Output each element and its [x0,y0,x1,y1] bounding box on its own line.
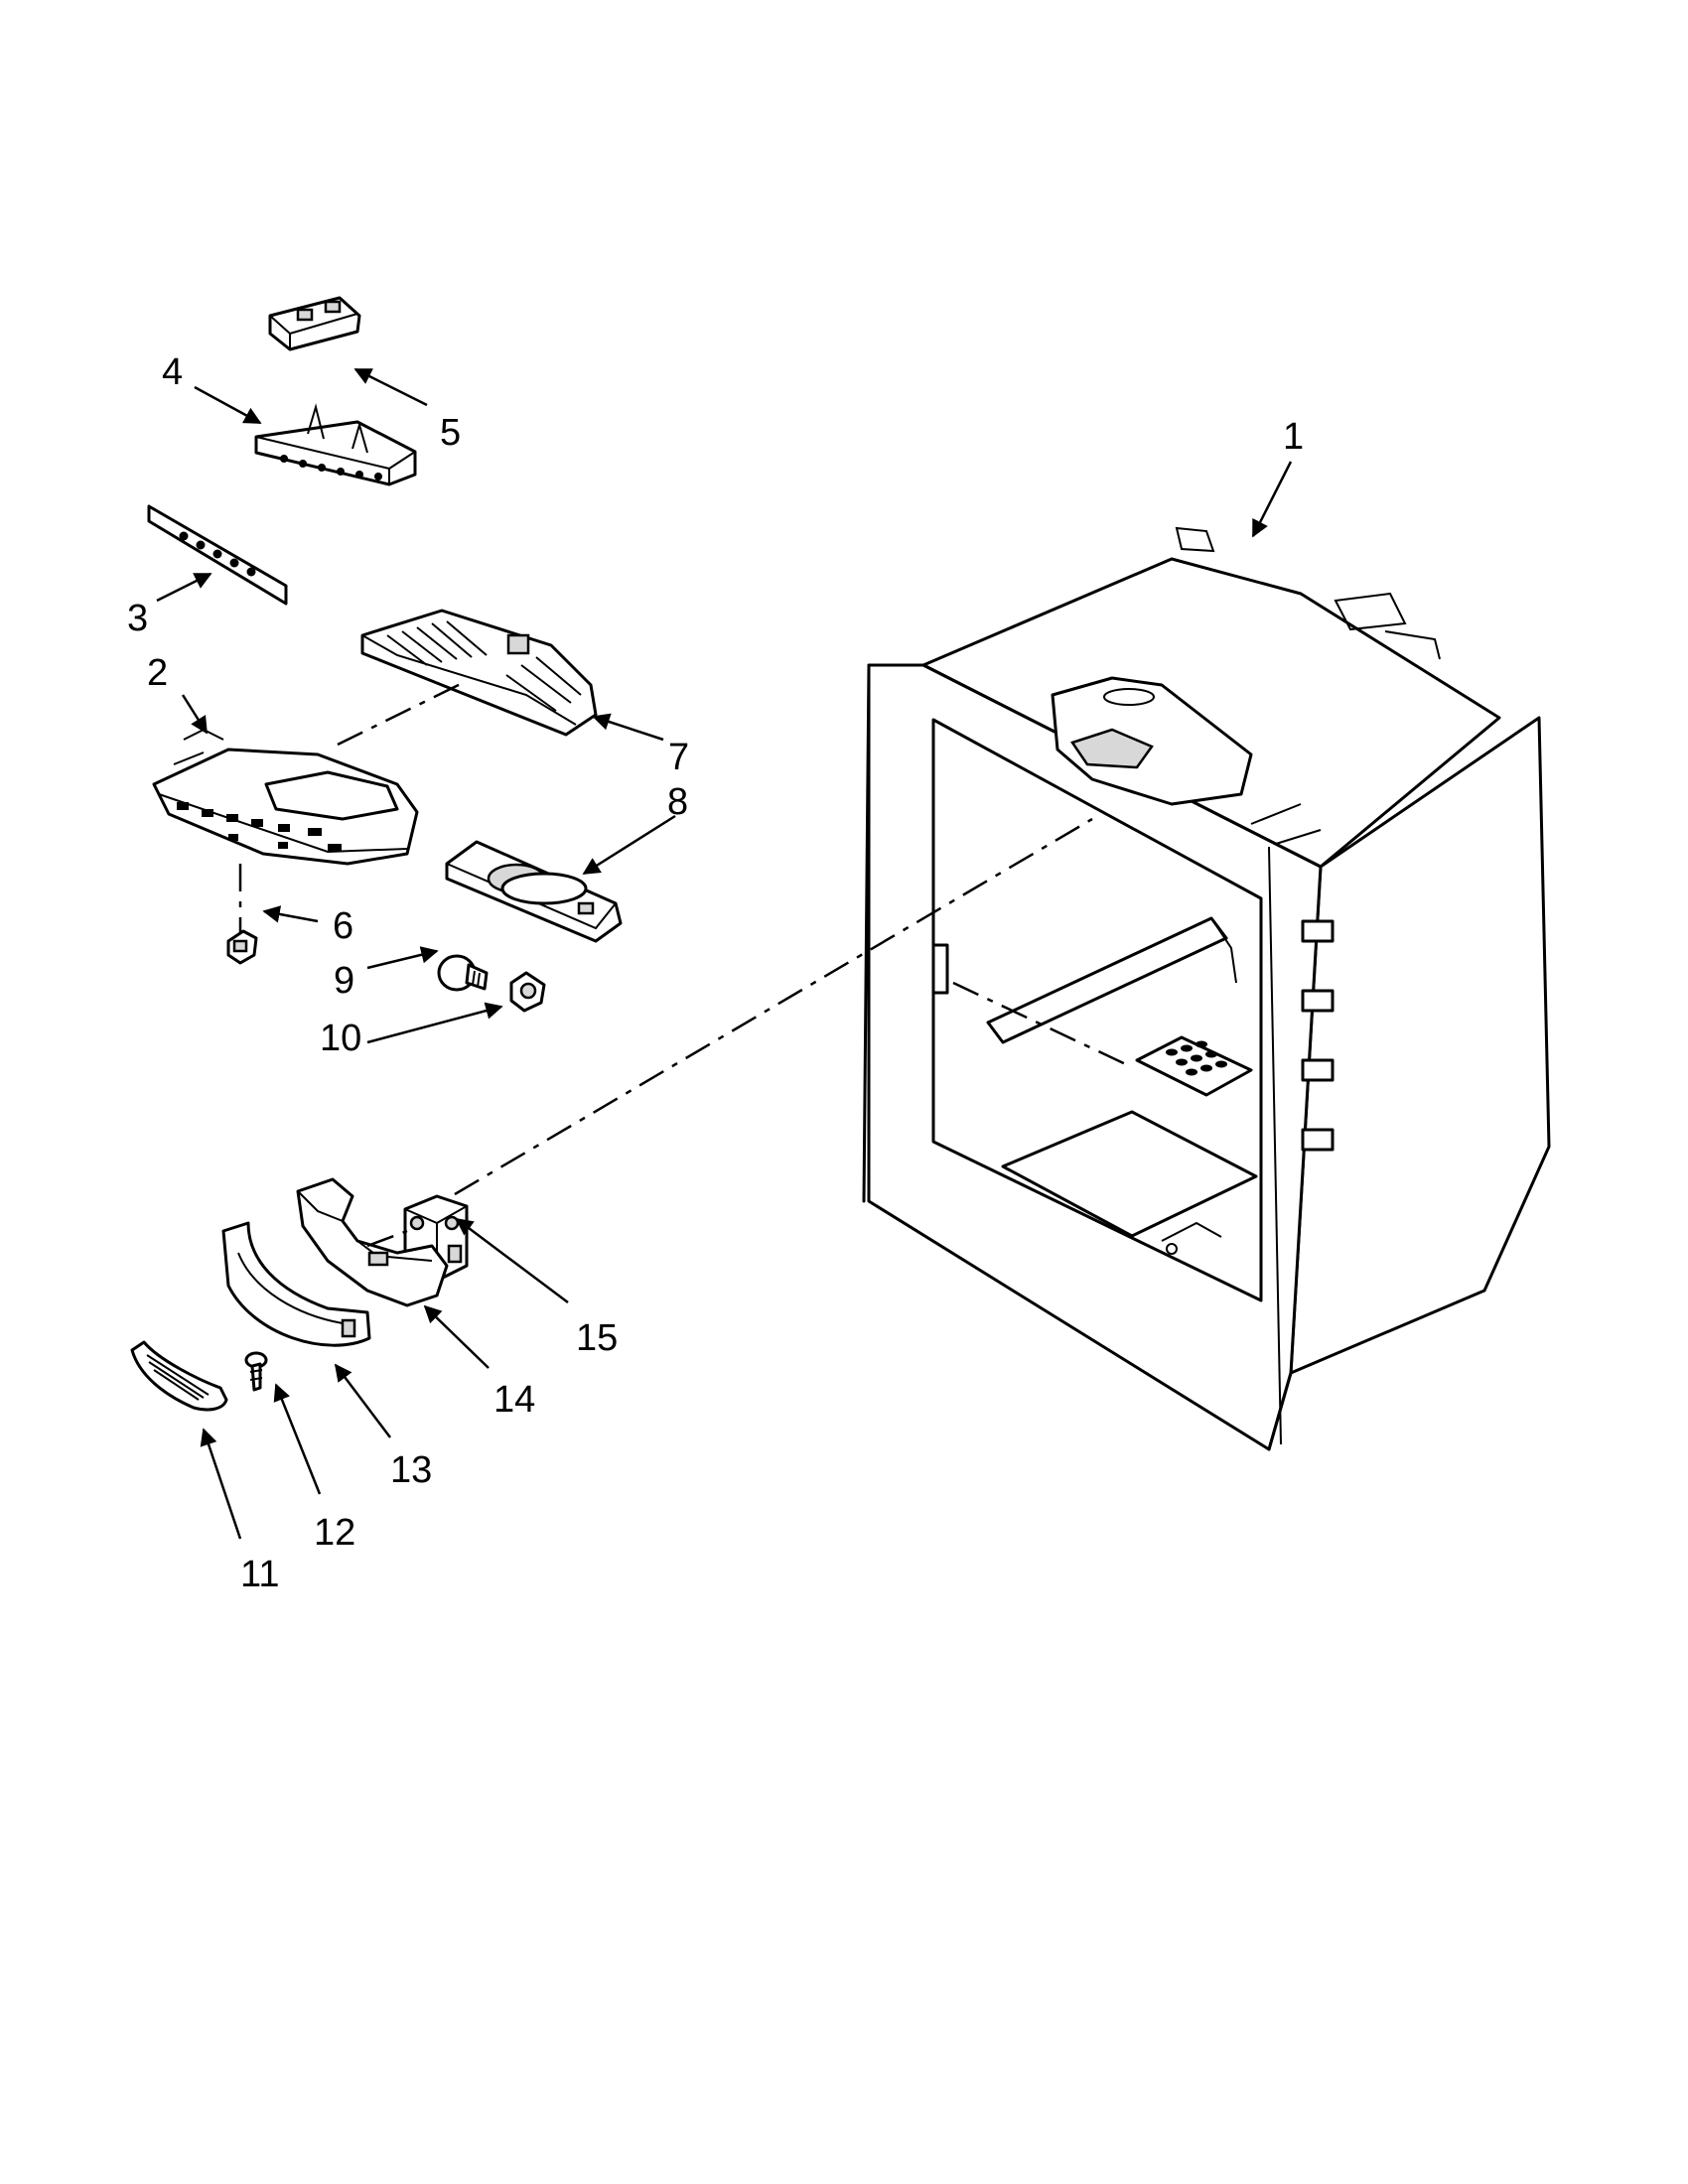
callout-15: 15 [576,1317,618,1359]
part-10-socket [509,971,546,1013]
callout-10: 10 [320,1018,361,1059]
part-2-control-box [152,728,419,866]
callout-13: 13 [390,1449,432,1491]
callout-3: 3 [127,598,148,639]
assembly-guide-lines [238,679,1093,1248]
callout-4: 4 [162,351,183,393]
part-13-shroud [221,1221,371,1347]
callout-14: 14 [493,1379,535,1421]
callout-11: 11 [240,1554,279,1595]
part-14-dispenser-housing [296,1177,449,1307]
callout-12: 12 [314,1512,355,1554]
callout-9: 9 [334,960,354,1002]
callout-8: 8 [667,781,688,823]
callout-6: 6 [333,905,353,947]
part-9-light-bulb [437,954,489,992]
callout-5: 5 [440,412,461,454]
part-1-liner [862,526,1551,1451]
callout-1: 1 [1283,416,1304,458]
part-5-bracket [268,296,361,351]
part-12-screw [244,1351,268,1392]
part-11-grille [130,1340,228,1412]
callout-leaders [156,367,1293,1540]
part-6-switch [226,929,258,965]
callout-7: 7 [668,737,689,778]
callout-2: 2 [147,652,168,694]
part-4-control-housing [254,403,417,486]
part-3-overlay-strip [147,504,288,606]
callout-labels: 1 2 3 4 5 6 7 8 9 10 11 12 13 14 15 [127,351,1304,1595]
part-8-light-housing [445,840,623,943]
